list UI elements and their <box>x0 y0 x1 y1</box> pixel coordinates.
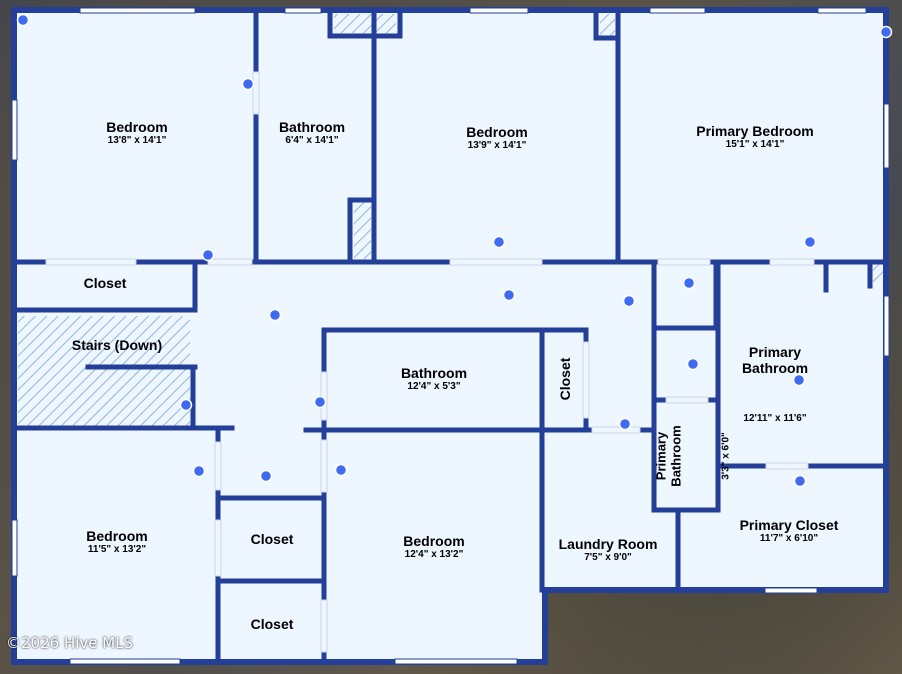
camera-marker[interactable] <box>201 248 215 262</box>
camera-marker[interactable] <box>618 417 632 431</box>
room-label-bathroom-c: Bathroom 12'4" x 5'3" <box>401 365 467 393</box>
room-dimensions: 12'11" x 11'6" <box>743 412 807 424</box>
chase-hatch <box>873 264 883 282</box>
camera-marker[interactable] <box>622 294 636 308</box>
camera-markers <box>16 13 893 488</box>
room-name: Bedroom <box>106 119 168 136</box>
room-name: Closet <box>250 530 294 547</box>
camera-marker[interactable] <box>313 395 327 409</box>
room-label-primary-closet: Primary Closet 11'7" x 6'10" <box>740 517 839 545</box>
room-label-primary-bathroom-small: Primary Bathroom 3'3" x 6'0" <box>617 425 750 486</box>
camera-marker[interactable] <box>259 469 273 483</box>
room-dimensions: 6'4" x 14'1" <box>285 135 339 147</box>
stairs-hatch <box>18 316 190 426</box>
camera-marker[interactable] <box>803 235 817 249</box>
camera-marker[interactable] <box>682 276 696 290</box>
room-label-primary-bathroom: Primary Bathroom 12'11" x 11'6" <box>742 307 808 443</box>
room-label-bedroom-s: Bedroom 12'4" x 13'2" <box>403 533 464 561</box>
chase-hatch <box>334 14 396 33</box>
windows <box>11 7 890 665</box>
room-label-closet-s2: Closet <box>251 616 294 632</box>
camera-marker[interactable] <box>492 235 506 249</box>
room-label-laundry: Laundry Room 7'5" x 9'0" <box>559 536 658 564</box>
room-dimensions: 13'8" x 14'1" <box>107 135 167 147</box>
camera-marker[interactable] <box>686 357 700 371</box>
room-name: Stairs (Down) <box>71 336 163 353</box>
room-label-bathroom-n: Bathroom 6'4" x 14'1" <box>279 119 345 147</box>
chase-hatch <box>600 14 615 36</box>
camera-marker[interactable] <box>192 464 206 478</box>
room-dimensions: 11'5" x 13'2" <box>87 544 147 556</box>
camera-marker[interactable] <box>502 288 516 302</box>
room-dimensions: 12'4" x 5'3" <box>407 381 461 393</box>
room-dimensions: 7'5" x 9'0" <box>584 552 632 564</box>
room-dimensions: 3'3" x 6'0" <box>720 432 732 480</box>
camera-marker[interactable] <box>792 373 806 387</box>
camera-marker[interactable] <box>179 398 193 412</box>
room-name: Laundry Room <box>558 536 658 553</box>
room-name: Bedroom <box>86 528 148 545</box>
room-dimensions: 15'1" x 14'1" <box>725 139 785 151</box>
camera-marker[interactable] <box>268 308 282 322</box>
room-name: Bedroom <box>403 533 465 550</box>
room-dimensions: 13'9" x 14'1" <box>467 140 527 152</box>
camera-marker[interactable] <box>793 474 807 488</box>
room-label-closet-s1: Closet <box>251 531 294 547</box>
room-dimensions: 11'7" x 6'10" <box>759 533 819 545</box>
camera-marker[interactable] <box>334 463 348 477</box>
room-name: Bathroom <box>400 365 468 382</box>
room-label-bedroom-sw: Bedroom 11'5" x 13'2" <box>86 528 147 556</box>
room-name: Bathroom <box>278 119 346 136</box>
camera-marker[interactable] <box>241 77 255 91</box>
room-name: Primary Bathroom <box>653 425 684 487</box>
room-label-stairs: Stairs (Down) <box>72 337 162 353</box>
room-label-primary-bedroom: Primary Bedroom 15'1" x 14'1" <box>696 123 813 151</box>
room-name: Primary Closet <box>739 517 839 534</box>
room-name: Closet <box>250 615 294 632</box>
chase-hatch <box>354 202 371 259</box>
doorways <box>45 71 815 653</box>
room-label-closet-nw: Closet <box>84 275 127 291</box>
room-name: Bedroom <box>466 124 528 141</box>
room-name: Closet <box>83 274 127 291</box>
room-name: Primary Bathroom <box>741 343 809 377</box>
room-dimensions: 12'4" x 13'2" <box>404 549 464 561</box>
camera-marker[interactable] <box>16 13 30 27</box>
room-label-bedroom-nw: Bedroom 13'8" x 14'1" <box>106 119 167 147</box>
room-label-closet-c: Closet <box>557 358 573 401</box>
room-label-bedroom-n: Bedroom 13'9" x 14'1" <box>466 124 527 152</box>
camera-marker[interactable] <box>879 25 893 39</box>
room-name: Primary Bedroom <box>696 123 814 140</box>
room-name: Closet <box>556 357 573 401</box>
watermark: ©2026 Hive MLS <box>6 634 134 652</box>
